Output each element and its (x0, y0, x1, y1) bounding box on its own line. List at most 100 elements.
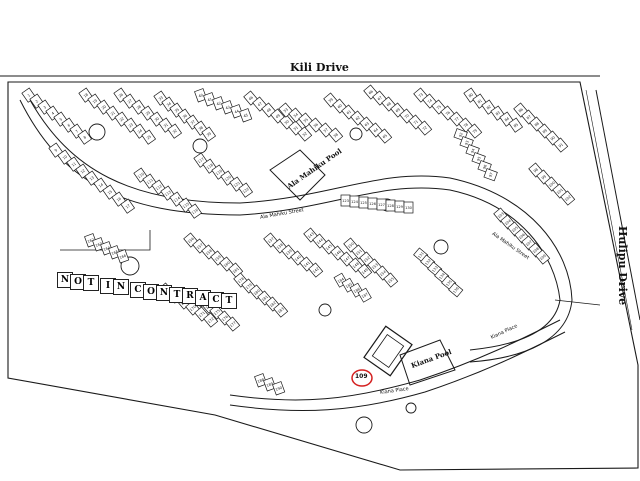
unit-outline (116, 249, 130, 264)
unit-outline (187, 203, 203, 219)
unit-number: 177 (229, 321, 237, 328)
unit-number: 181 (261, 295, 269, 302)
unit-number: 125 (360, 201, 367, 205)
unit-building: 85 (508, 117, 524, 133)
unit-number: 57 (323, 127, 329, 133)
unit-number: 49 (275, 113, 282, 119)
unit-building: 136 (448, 282, 464, 298)
unit-outline (467, 123, 483, 139)
unit-number: 140 (294, 254, 302, 262)
unit-number: 91 (558, 142, 564, 148)
unit-number: 104 (504, 218, 512, 226)
unit-building: 125 (358, 196, 369, 209)
kiana-place-inner (229, 331, 566, 412)
unit-number: 53 (283, 107, 289, 113)
unit-building: 183 (273, 302, 289, 318)
unit-number: 3 (43, 105, 47, 110)
unit-number: 130 (405, 206, 413, 210)
unit-number: 162 (87, 238, 95, 244)
unit-number: 139 (285, 248, 293, 256)
hulipu-drive-line-a (595, 89, 640, 321)
unit-number: 84 (504, 116, 511, 122)
unit-building: 122 (238, 182, 254, 198)
unit-number: 150 (347, 241, 355, 249)
unit-number: 147 (343, 256, 351, 263)
unit-number: 116 (191, 208, 199, 216)
unit-outline (297, 126, 313, 142)
unit-number: 22 (119, 117, 125, 123)
unit-number: 25 (146, 135, 152, 141)
unit-number: 81 (477, 99, 483, 105)
unit-building: 116 (187, 203, 203, 219)
unit-number: 146 (334, 249, 342, 257)
unit-outline (238, 182, 254, 198)
unit-number: 78 (463, 122, 470, 128)
unit-number: 134 (438, 272, 446, 280)
unit-number: 36 (182, 113, 189, 119)
unit-number: 31 (163, 123, 169, 129)
unit-number: 152 (363, 256, 371, 263)
unit-number: 12 (80, 169, 86, 175)
unit-number: 40 (198, 93, 204, 99)
kiana-place-outer (229, 319, 561, 401)
unit-number: 18 (83, 92, 90, 98)
unit-number: 163 (95, 242, 103, 248)
unit-building: 58 (328, 127, 344, 143)
unit-outline (403, 201, 414, 214)
unit-number: 83 (495, 111, 501, 117)
unit-number: 33 (158, 96, 164, 102)
unit-number: 66 (368, 89, 375, 95)
unit-outline (221, 100, 235, 115)
unit-number: 13 (89, 176, 95, 182)
unit-number: 28 (136, 104, 143, 110)
unit-building: 124 (349, 195, 360, 208)
unit-number: 128 (387, 204, 395, 208)
unit-number: 187 (361, 292, 369, 299)
unit-number: 132 (424, 258, 431, 266)
unit-building: 39 (201, 126, 217, 142)
unit-outline (272, 381, 286, 396)
unit-building: 172 (203, 312, 219, 328)
unit-number: 114 (173, 196, 181, 204)
unit-outline (167, 123, 183, 139)
unit-outline (120, 198, 136, 214)
ala-mahiku-street-outer (19, 99, 561, 351)
unit-number: 41 (207, 97, 213, 102)
hulipu-drive-line-b (585, 89, 633, 331)
unit-building: 97 (483, 168, 498, 182)
unit-number: 154 (379, 269, 387, 277)
unit-number: 77 (454, 116, 460, 122)
unit-number: 148 (352, 261, 360, 269)
unit-number: 4 (51, 111, 56, 116)
unit-number: 16 (116, 196, 123, 202)
unit-number: 80 (468, 92, 475, 98)
unit-number: 51 (293, 125, 299, 131)
unit-number: 108 (532, 246, 540, 254)
unit-number: 161 (232, 267, 240, 274)
kili-drive-label: Kili Drive (290, 61, 349, 74)
unit-building: 25 (141, 129, 157, 145)
unit-number: 29 (145, 110, 152, 116)
unit-number: 75 (436, 104, 442, 110)
unit-number: 186 (353, 287, 362, 294)
unit-outline (383, 272, 399, 288)
unit-number: 87 (526, 114, 532, 120)
unit-number: 178 (237, 276, 245, 284)
unit-number: 123 (342, 199, 349, 203)
unit-number: 100 (548, 180, 556, 188)
unit-number: 93 (464, 140, 469, 146)
unit-number: 19 (92, 98, 99, 104)
unit-number: 171 (198, 311, 206, 318)
unit-building: 128 (385, 199, 396, 212)
unit-building: 32 (167, 123, 183, 139)
unit-building: 41 (203, 92, 217, 107)
unit-number: 180 (253, 288, 261, 296)
unit-number: 175 (213, 309, 221, 316)
unit-outline (553, 137, 569, 153)
unit-number: 15 (107, 190, 113, 196)
unit-number: 105 (511, 226, 519, 233)
unit-number: 72 (422, 125, 428, 131)
unit-number: 172 (207, 317, 215, 324)
unit-number: 153 (371, 263, 379, 270)
unit-number: 103 (497, 212, 505, 219)
